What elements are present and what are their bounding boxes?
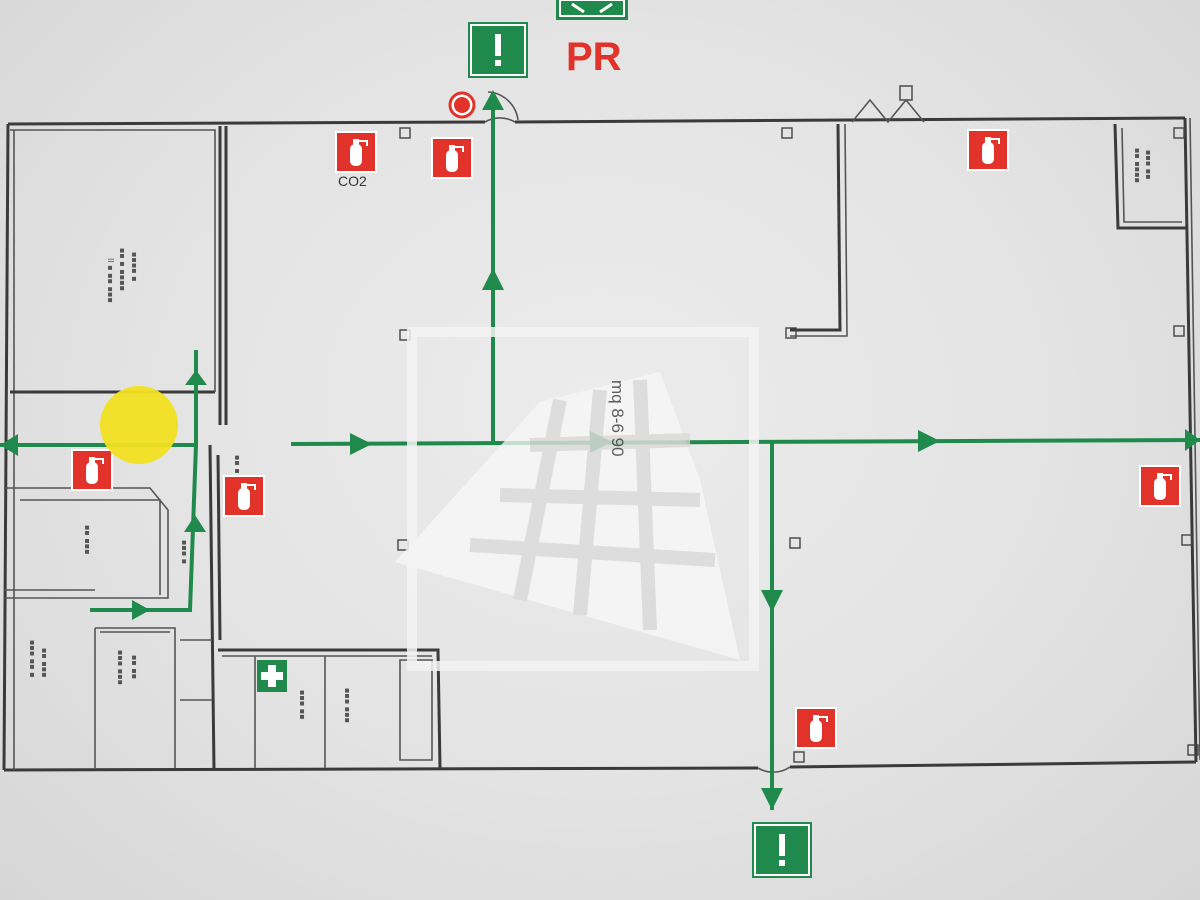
fire-extinguisher-icon <box>795 707 837 749</box>
watermark-text: mq 8-6 90 <box>608 380 627 457</box>
room-labels: II ▪ ▪▪ ▪▪▪ ▪▪ ▪ ▪▪▪▪ ▪▪▪▪ ▪ ▪▪ ▪▪▪▪ ▪▪▪… <box>28 148 1153 723</box>
svg-text:▪▪▪ ▪▪: ▪▪▪ ▪▪ <box>1144 150 1153 180</box>
svg-text:▪▪ ▪▪▪: ▪▪ ▪▪▪ <box>83 525 92 555</box>
you-are-here-marker <box>100 386 178 464</box>
first-aid-icon <box>257 660 287 692</box>
assembly-point-label: PR <box>566 35 622 79</box>
svg-text:▪▪ ▪▪▪: ▪▪ ▪▪▪ <box>40 648 49 678</box>
svg-text:▪▪ ▪: ▪▪ ▪ <box>233 455 242 474</box>
svg-text:▪▪▪ ▪▪▪: ▪▪▪ ▪▪▪ <box>116 650 125 685</box>
fire-extinguisher-icon <box>967 129 1009 171</box>
svg-text:▪▪ ▪▪: ▪▪ ▪▪ <box>130 655 139 679</box>
fire-extinguisher-icon <box>335 131 377 173</box>
svg-text:▪▪ ▪▪▪▪: ▪▪ ▪▪▪▪ <box>1133 148 1142 183</box>
fire-extinguisher-icon <box>1139 465 1181 507</box>
assembly-point-icon <box>556 0 628 20</box>
emergency-exit-icon <box>751 821 813 879</box>
svg-text:▪▪▪ ▪▪▪: ▪▪▪ ▪▪▪ <box>343 688 352 723</box>
fire-extinguisher-icon <box>431 137 473 179</box>
svg-text:▪▪▪▪ ▪: ▪▪▪▪ ▪ <box>130 252 139 282</box>
svg-text:▪▪▪ ▪▪ ▪: ▪▪▪ ▪▪ ▪ <box>28 640 37 678</box>
emergency-exit-icon <box>467 21 529 79</box>
alarm-button-icon <box>448 91 476 119</box>
watermark-logo: mq 8-6 90 <box>395 327 759 671</box>
svg-text:II ▪ ▪▪ ▪▪▪: II ▪ ▪▪ ▪▪▪ <box>106 258 115 303</box>
fire-extinguisher-icon <box>223 475 265 517</box>
svg-text:▪▪ ▪ ▪▪▪▪: ▪▪ ▪ ▪▪▪▪ <box>118 248 127 291</box>
svg-text:▪▪▪ ▪▪: ▪▪▪ ▪▪ <box>298 690 307 720</box>
co2-label: CO2 <box>338 173 367 189</box>
fire-extinguisher-icon <box>71 449 113 491</box>
svg-text:▪▪▪ ▪: ▪▪▪ ▪ <box>180 540 189 564</box>
